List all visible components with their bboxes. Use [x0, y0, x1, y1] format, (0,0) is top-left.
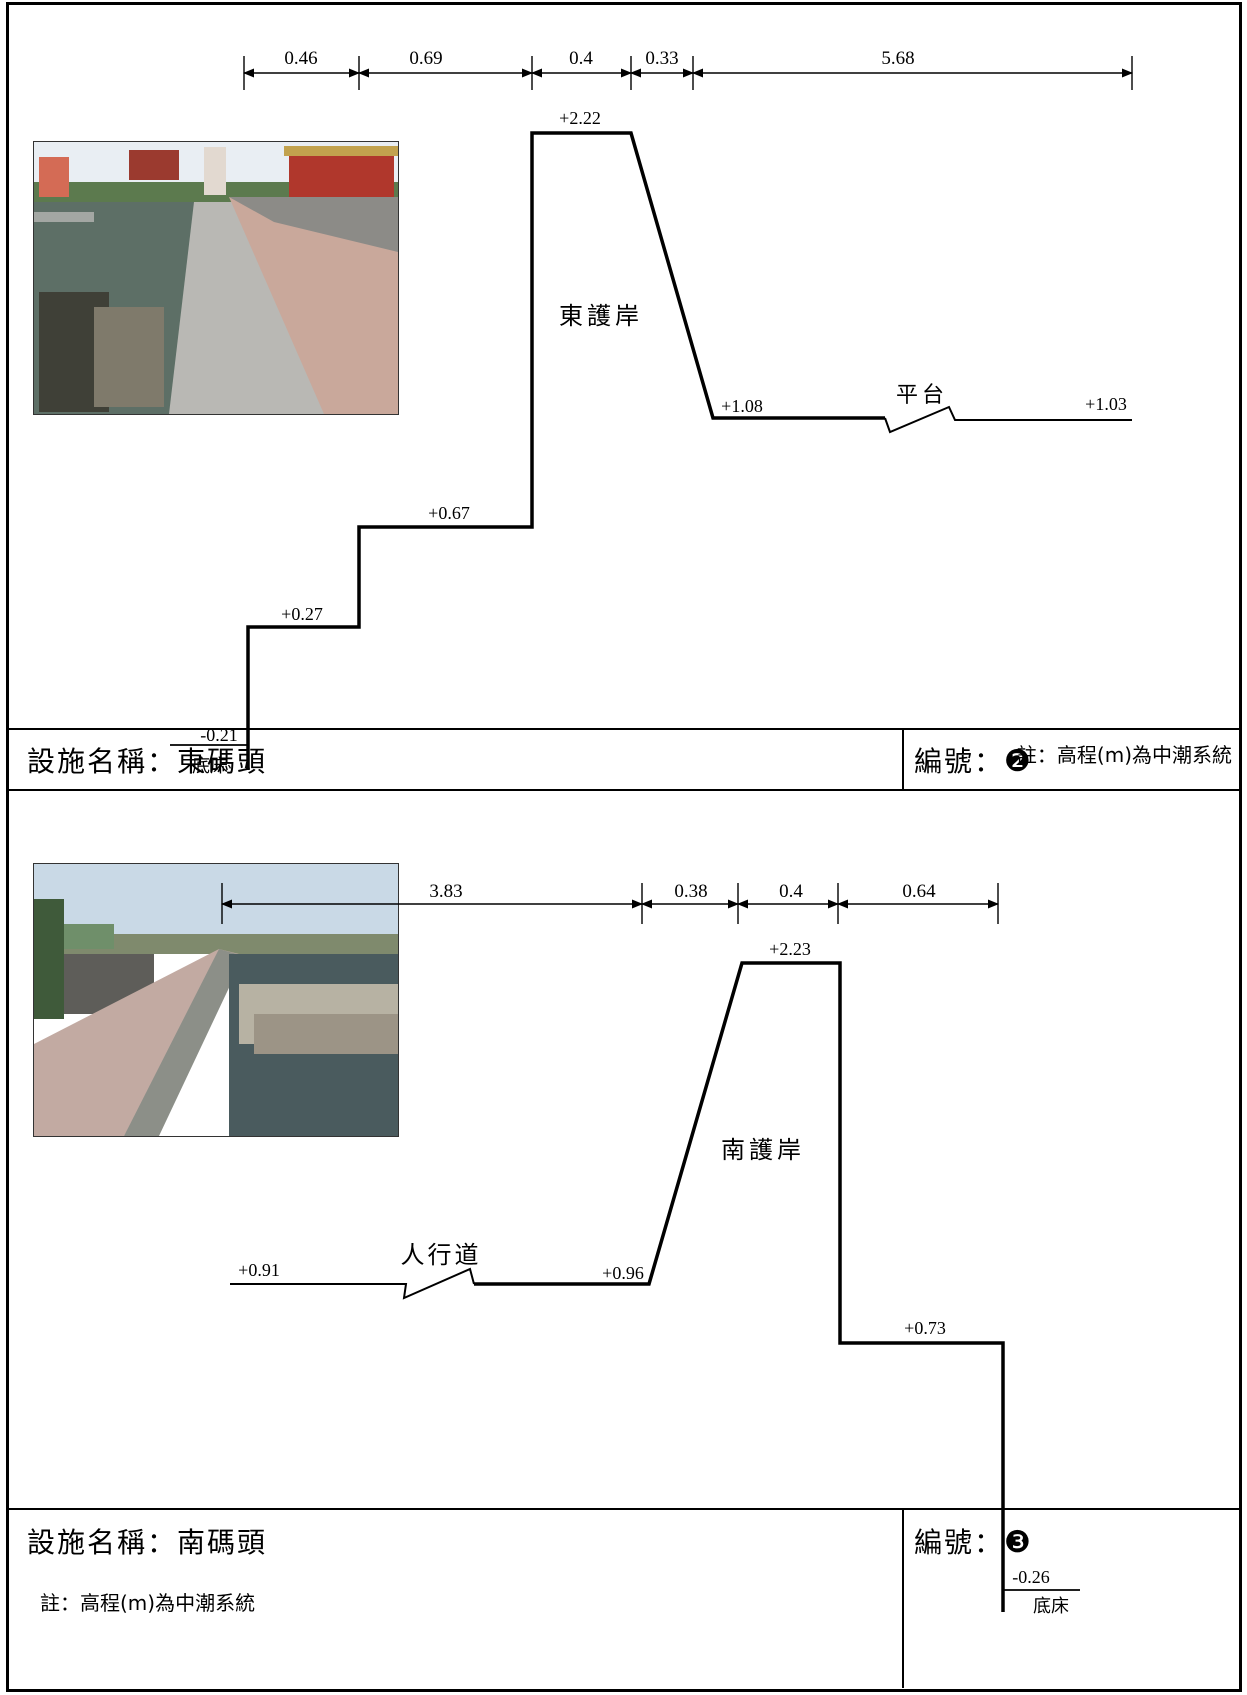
panel1-number: 編號：❷	[914, 740, 1033, 780]
panel2-footer-top-rule	[9, 1508, 1239, 1510]
panel1-profile-line	[246, 131, 885, 770]
drawing-sheet: 設施名稱：東碼頭 編號：❷ 設施名稱：南碼頭 編號：❸	[6, 2, 1242, 1692]
panel2-number-label: 編號：	[914, 1526, 1005, 1559]
panel2-profile-line	[474, 961, 1005, 1612]
panel2-elev-bed: -0.26	[1012, 1567, 1050, 1587]
panel2-elev-walk-end: +0.96	[602, 1263, 644, 1283]
panel-divider	[9, 789, 1239, 791]
panel1-width-4: 0.33	[645, 48, 678, 69]
panel2-number-badge: ❸	[1004, 1525, 1033, 1560]
panel1-width-2: 0.69	[409, 48, 442, 69]
panel2-dimension-chain	[220, 883, 1000, 924]
panel1-bed-label: 底床	[192, 756, 228, 777]
panel2-width-2: 0.38	[674, 881, 707, 902]
panel1-dimension-chain	[242, 56, 1134, 90]
panel2-width-1: 3.83	[429, 881, 462, 902]
panel1-note: 註：高程(m)為中潮系統	[1017, 743, 1232, 767]
panel1-footer-top-rule	[9, 728, 1239, 730]
panel2-width-3: 0.4	[779, 881, 803, 902]
panel2-photo-drawing	[34, 864, 398, 1136]
panel1-width-1: 0.46	[284, 48, 317, 69]
panel2-walkway-label: 人行道	[401, 1241, 482, 1269]
panel1-number-badge: ❷	[1004, 744, 1033, 779]
panel1-number-label: 編號：	[914, 745, 1005, 778]
panel1-footer-divider	[902, 728, 904, 789]
panel1-elev-platform-end: +1.03	[1085, 394, 1127, 414]
panel1-platform-label: 平台	[896, 383, 948, 408]
panel1-width-3: 0.4	[569, 48, 593, 69]
panel2-footer-divider	[902, 1508, 904, 1688]
panel1-elev-toe: +1.08	[721, 396, 763, 416]
panel1-facility-name: 設施名稱：東碼頭	[27, 745, 268, 778]
panel1-structure-label: 東護岸	[559, 302, 643, 330]
panel2-walkway-break	[230, 1267, 475, 1300]
panel2-width-4: 0.64	[902, 881, 936, 902]
panel1-platform-break	[884, 405, 1132, 434]
panel1-elev-bed: -0.21	[200, 725, 238, 745]
panel1-elev-crest: +2.22	[559, 108, 601, 128]
panel2-elev-walk-start: +0.91	[238, 1260, 280, 1280]
panel1-elev-step2: +0.67	[428, 503, 470, 523]
panel1-width-5: 5.68	[881, 48, 914, 69]
panel2-number: 編號：❸	[914, 1521, 1033, 1561]
panel1-site-photo	[33, 141, 399, 415]
panel2-bed-label: 底床	[1033, 1596, 1069, 1617]
panel2-facility-name: 設施名稱：南碼頭	[27, 1526, 268, 1559]
panel2-elev-step: +0.73	[904, 1318, 946, 1338]
panel2-elev-crest: +2.23	[769, 939, 811, 959]
panel1-photo-drawing	[34, 142, 398, 414]
panel1-elev-step1: +0.27	[281, 604, 323, 624]
panel2-note: 註：高程(m)為中潮系統	[40, 1591, 255, 1615]
panel2-site-photo	[33, 863, 399, 1137]
panel2-structure-label: 南護岸	[721, 1136, 805, 1164]
